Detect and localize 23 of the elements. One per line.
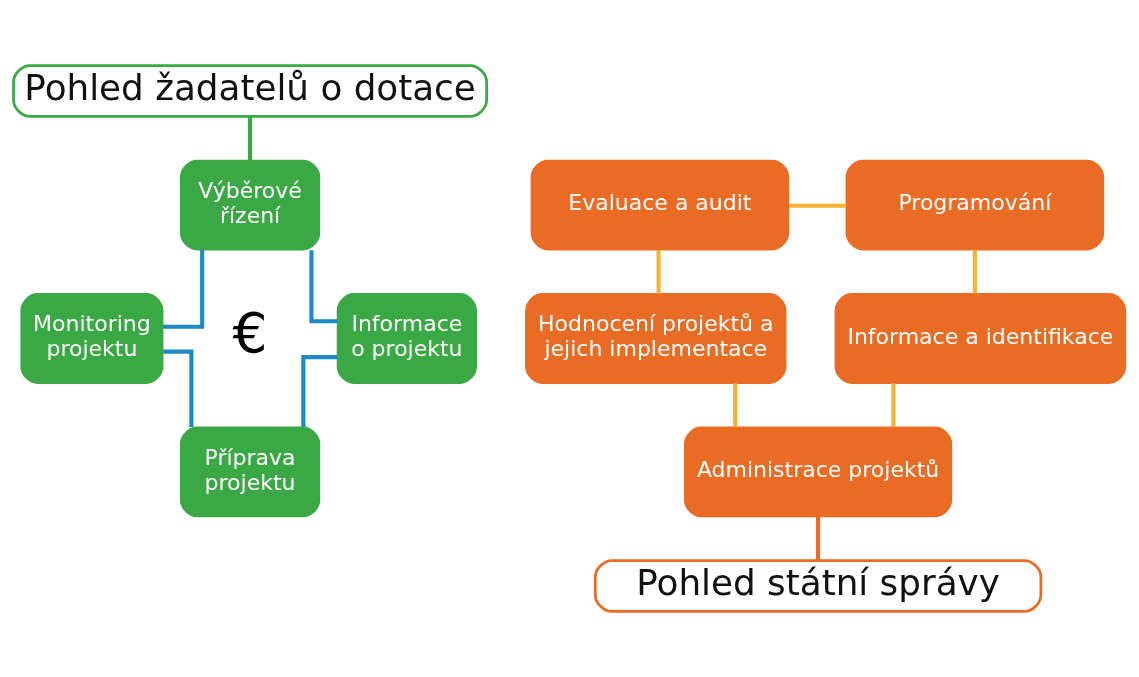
connector (972, 249, 977, 294)
connector (309, 250, 338, 324)
node-box: Programování (845, 159, 1105, 251)
node-box: Příprava projektu (179, 426, 321, 518)
node-box: Pohled státní správy (593, 559, 1043, 613)
connector (788, 203, 847, 208)
node-box: Informace o projektu (336, 293, 477, 384)
connector (301, 355, 338, 428)
connector (163, 250, 205, 329)
node-box: Evaluace a audit (530, 159, 790, 251)
node-box: Výběrové řízení (179, 159, 321, 251)
node-box: Monitoring projektu (20, 293, 164, 384)
label: € (232, 301, 268, 366)
connector (733, 383, 738, 428)
node-box: Administrace projektů (684, 426, 953, 518)
connector (816, 517, 821, 561)
node-box: Hodnocení projektů a jejich implementace (525, 293, 787, 384)
node-box: Pohled žadatelů o dotace (12, 64, 488, 118)
node-box: Informace a identifikace (834, 293, 1127, 384)
connector (656, 250, 661, 294)
connector (891, 383, 896, 427)
connector (163, 349, 194, 428)
connector (248, 116, 253, 161)
